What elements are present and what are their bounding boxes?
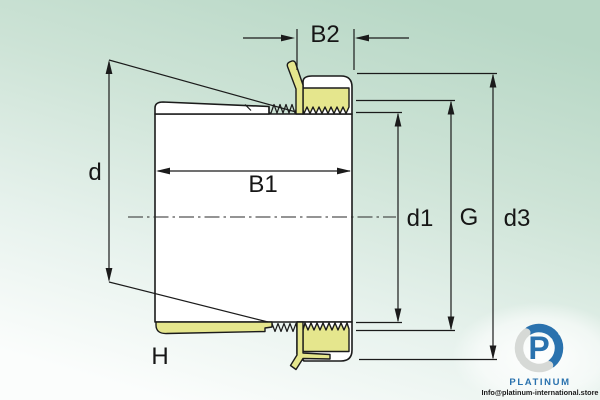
arrowhead-up-icon (489, 73, 497, 88)
dimension-b1: B1 (156, 167, 351, 198)
dimension-d1: d1 (356, 111, 434, 324)
sleeve-section-bottom (155, 321, 273, 335)
label-h: H (151, 343, 168, 370)
sleeve-threads-top (268, 103, 298, 114)
logo-monogram: P (528, 330, 549, 366)
arrowhead-right-icon (337, 167, 351, 175)
locknut-top-section (302, 87, 350, 115)
platinum-logo-mark-icon: P (514, 323, 564, 373)
extension-line-d-top (108, 59, 297, 113)
arrowhead-up-icon (394, 112, 402, 127)
arrowhead-down-icon (447, 316, 455, 331)
arrowhead-left-icon (355, 34, 369, 42)
dimension-d: d (88, 59, 297, 323)
arrowhead-right-icon (281, 34, 295, 42)
label-d3: d3 (504, 205, 531, 232)
arrowhead-left-icon (156, 167, 170, 175)
dimension-g: G (356, 99, 479, 332)
sleeve-slit-mark (244, 104, 252, 111)
extension-line-d-bottom (108, 281, 269, 323)
dimension-b2: B2 (243, 21, 409, 70)
logo-swoosh-left-icon (514, 323, 564, 373)
sleeve-threads-bottom (271, 322, 298, 333)
arrowhead-down-icon (394, 308, 402, 323)
adapter-sleeve-figure (154, 60, 353, 371)
lockwasher-top-tab (286, 60, 304, 115)
dimension-d3: d3 (357, 72, 531, 361)
logo-brand-text: PLATINUM (509, 377, 570, 388)
arrowhead-down-icon (105, 268, 113, 282)
label-d1: d1 (407, 205, 434, 232)
label-g: G (460, 204, 479, 231)
locknut-bottom-section (302, 322, 350, 353)
label-b2: B2 (310, 21, 339, 48)
arrowhead-down-icon (489, 345, 497, 360)
sleeve-body (154, 113, 353, 323)
arrowhead-up-icon (105, 60, 113, 74)
lockwasher-bottom-tab (289, 321, 331, 371)
label-b1: B1 (248, 171, 277, 198)
label-d: d (88, 159, 101, 186)
platinum-logo: P PLATINUM Info@platinum-international.s… (482, 323, 599, 397)
logo-glow (452, 302, 600, 400)
logo-contact-text: Info@platinum-international.store (482, 388, 599, 397)
arrowhead-up-icon (447, 100, 455, 115)
sleeve-taper-band (154, 101, 270, 115)
